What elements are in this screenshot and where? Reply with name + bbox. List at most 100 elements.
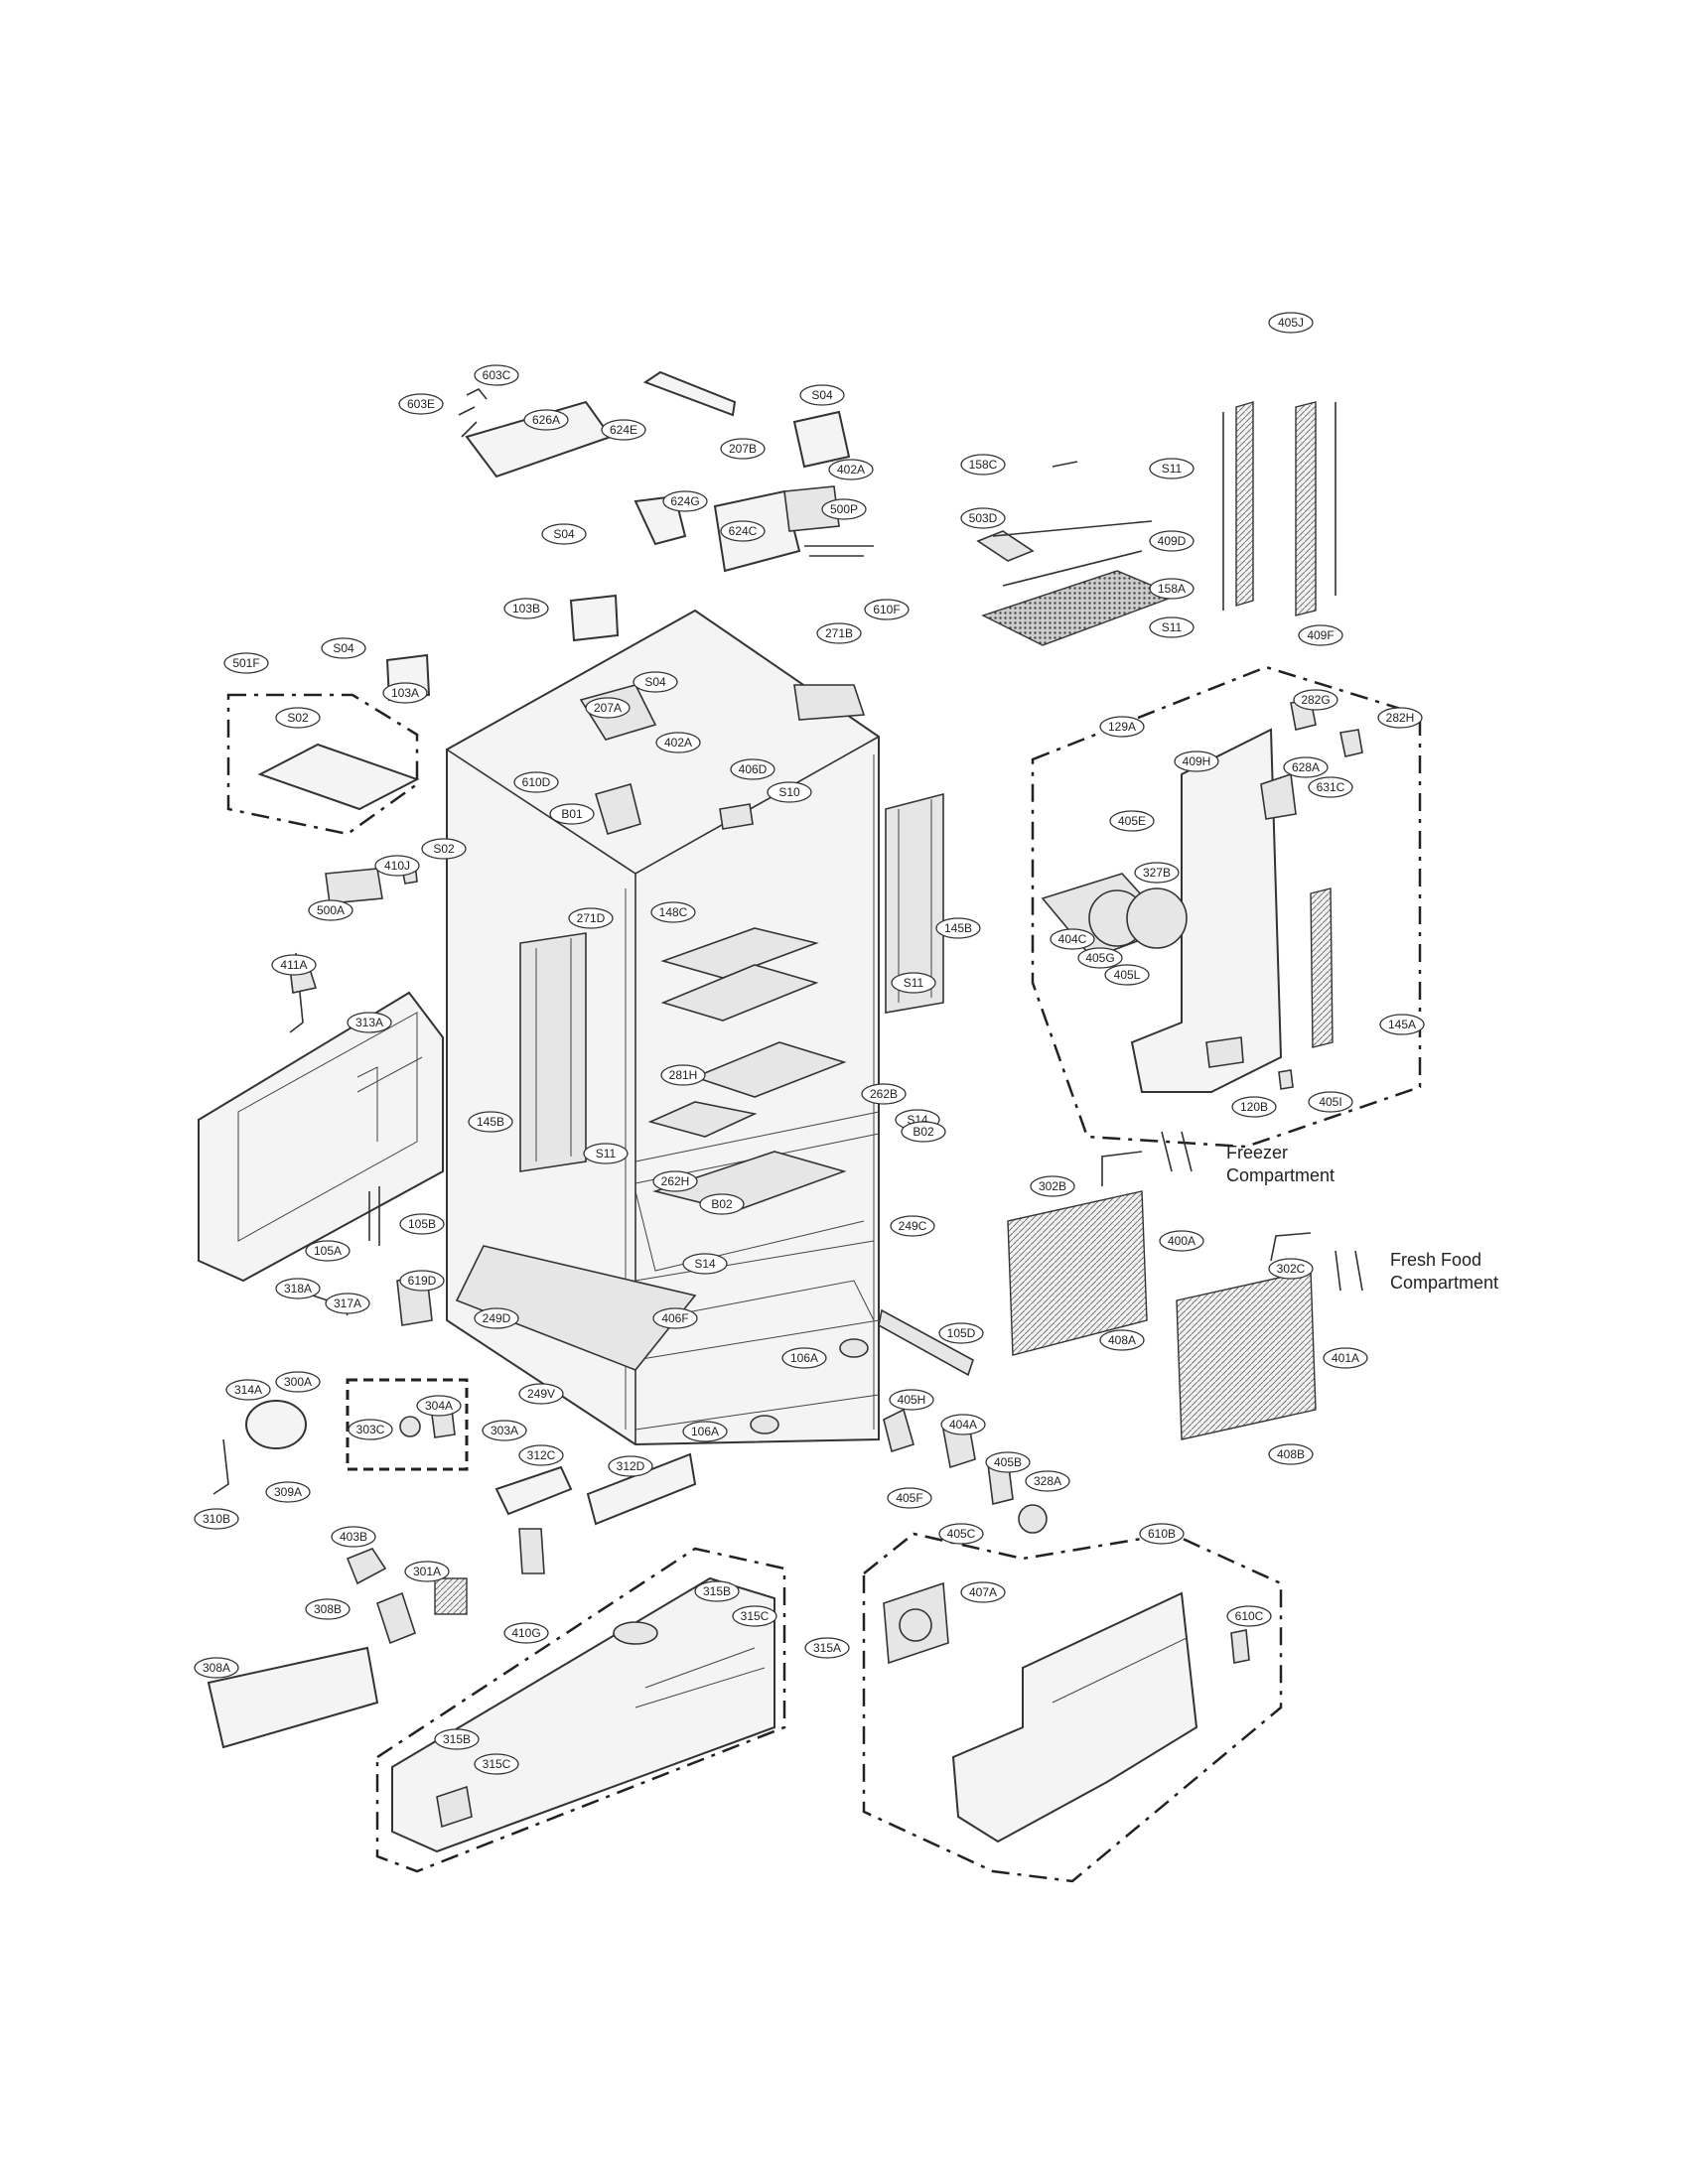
- callout-302c: 302C: [1268, 1258, 1314, 1280]
- callout-bubble: [938, 1523, 984, 1545]
- callout-315a: 315A: [804, 1637, 850, 1659]
- callout-text: 408B: [1277, 1447, 1305, 1461]
- callout-bubble: [421, 838, 467, 860]
- callout-bubble: [325, 1293, 370, 1314]
- callout-text: 402A: [664, 736, 692, 750]
- callout-610d: 610D: [513, 771, 559, 793]
- callout-bubble: [940, 1414, 986, 1435]
- callout-bubble: [1231, 1096, 1277, 1118]
- callout-207b: 207B: [720, 438, 766, 460]
- callout-bubble: [265, 1481, 311, 1503]
- callout-603e: 603E: [398, 393, 444, 415]
- callout-145a: 145A: [1379, 1014, 1425, 1035]
- callout-text: 405F: [896, 1491, 922, 1505]
- callout-text: S04: [333, 641, 354, 655]
- callout-400a: 400A: [1159, 1230, 1204, 1252]
- callout-bubble: [1149, 616, 1195, 638]
- callout-labels: 603E603C626A624ES04207B402A624G624C500P6…: [194, 312, 1425, 1775]
- callout-text: 207B: [729, 442, 757, 456]
- callout-text: 404C: [1058, 932, 1087, 946]
- callout-bubble: [694, 1580, 740, 1602]
- callout-407a: 407A: [960, 1581, 1006, 1603]
- callout-158a: 158A: [1149, 578, 1195, 600]
- callout-text: 103B: [512, 602, 540, 615]
- callout-bubble: [523, 409, 569, 431]
- callout-text: 603E: [407, 397, 435, 411]
- callout-312d: 312D: [608, 1455, 653, 1477]
- callout-bubble: [1099, 716, 1145, 738]
- callout-text: 408A: [1108, 1333, 1136, 1347]
- callout-bubble: [321, 637, 366, 659]
- callout-text: 628A: [1292, 760, 1320, 774]
- callout-bubble: [374, 855, 420, 877]
- callout-bubble: [889, 1389, 934, 1411]
- callout-315bb: 315B: [434, 1728, 480, 1750]
- callout-text: S02: [287, 711, 309, 725]
- rear-cover: [862, 1532, 1283, 1883]
- callout-303c: 303C: [348, 1419, 393, 1440]
- callout-text: 406D: [739, 762, 768, 776]
- callout-text: S11: [596, 1147, 617, 1160]
- callout-text: 410G: [511, 1626, 540, 1640]
- callout-text: 314A: [234, 1383, 262, 1397]
- callout-610f: 610F: [864, 599, 910, 620]
- callout-282h: 282H: [1377, 707, 1423, 729]
- callout-410g: 410G: [503, 1622, 549, 1644]
- callout-249v: 249V: [518, 1383, 564, 1405]
- callout-text: 312D: [617, 1459, 645, 1473]
- callout-bubble: [662, 490, 708, 512]
- callout-313a: 313A: [347, 1012, 392, 1033]
- callout-bubble: [541, 523, 587, 545]
- callout-s14b: S14: [682, 1253, 728, 1275]
- callout-text: 317A: [334, 1297, 361, 1310]
- callout-bubble: [1030, 1175, 1075, 1197]
- callout-158c: 158C: [960, 454, 1006, 476]
- callout-text: 626A: [532, 413, 560, 427]
- callout-text: 281H: [669, 1068, 698, 1082]
- callout-bubble: [890, 1215, 935, 1237]
- callout-bubble: [608, 1455, 653, 1477]
- callout-106ab: 106A: [682, 1421, 728, 1442]
- callout-text: S10: [778, 785, 800, 799]
- callout-text: 312C: [527, 1448, 556, 1462]
- callout-text: 300A: [284, 1375, 312, 1389]
- callout-bubble: [781, 1347, 827, 1369]
- callout-s04d: S04: [633, 671, 678, 693]
- callout-text: 624C: [729, 524, 758, 538]
- callout-text: 405G: [1085, 951, 1114, 965]
- fan-assembly: [1031, 665, 1422, 1149]
- callout-bubble: [194, 1508, 239, 1530]
- callout-405l: 405L: [1104, 964, 1150, 986]
- callout-bubble: [804, 1637, 850, 1659]
- callout-bubble: [474, 364, 519, 386]
- callout-249c: 249C: [890, 1215, 935, 1237]
- callout-s11c: S11: [891, 972, 936, 994]
- callout-bubble: [732, 1605, 777, 1627]
- callout-text: 315A: [813, 1641, 841, 1655]
- callout-text: S11: [904, 976, 924, 990]
- callout-bubble: [1308, 776, 1353, 798]
- callout-text: S04: [644, 675, 666, 689]
- callout-text: 303A: [491, 1424, 518, 1437]
- callout-bubble: [434, 1728, 480, 1750]
- note-freezer-line2: Compartment: [1226, 1165, 1335, 1185]
- callout-s04a: S04: [799, 384, 845, 406]
- callout-308b: 308B: [305, 1598, 351, 1620]
- callout-s11d: S11: [583, 1143, 629, 1164]
- callout-text: 145A: [1388, 1018, 1416, 1031]
- callout-bubble: [655, 732, 701, 753]
- callout-text: 406F: [661, 1311, 688, 1325]
- callout-610b: 610B: [1139, 1523, 1185, 1545]
- callout-bubble: [1077, 947, 1123, 969]
- callout-text: 403B: [340, 1530, 367, 1544]
- callout-bubble: [347, 1012, 392, 1033]
- callout-bubble: [601, 419, 646, 441]
- callout-text: 309A: [274, 1485, 302, 1499]
- callout-text: 411A: [280, 958, 307, 972]
- callout-105a: 105A: [305, 1240, 351, 1262]
- callout-315ca: 315C: [732, 1605, 777, 1627]
- callout-106aa: 106A: [781, 1347, 827, 1369]
- callout-text: 402A: [837, 463, 865, 477]
- callout-631c: 631C: [1308, 776, 1353, 798]
- callout-bubble: [399, 1213, 445, 1235]
